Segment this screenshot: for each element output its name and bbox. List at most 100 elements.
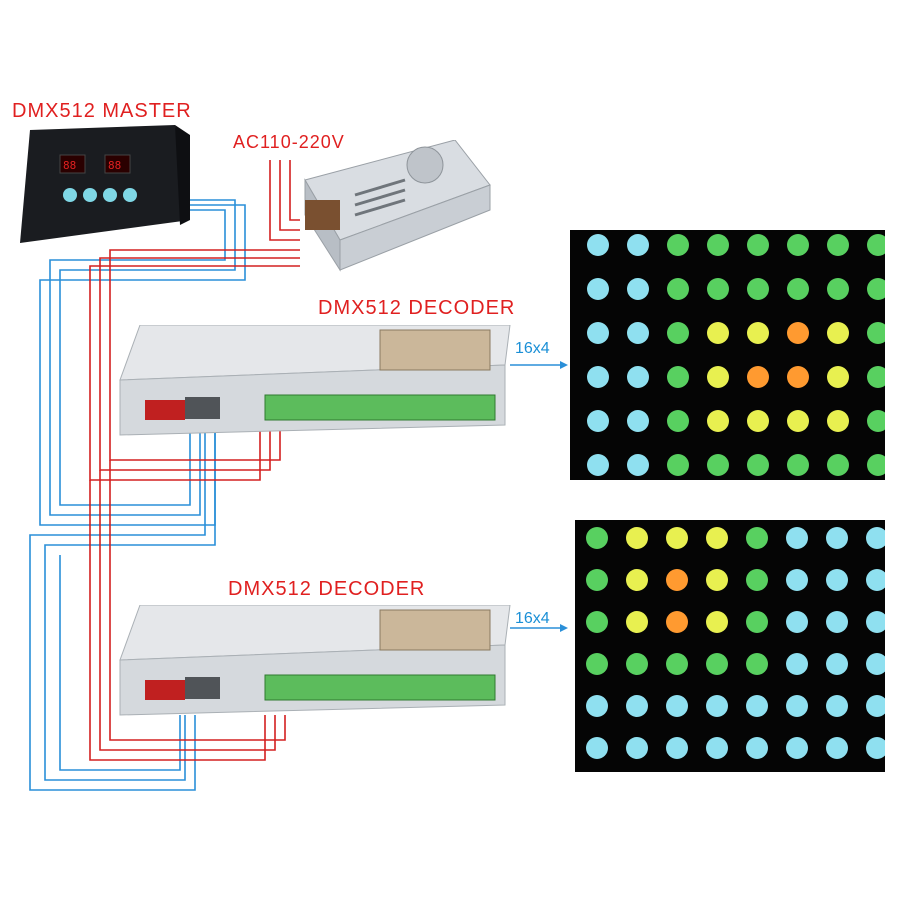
led-dot: [786, 695, 808, 717]
led-dot: [786, 611, 808, 633]
led-dot: [627, 278, 649, 300]
led-dot: [787, 234, 809, 256]
led-dot: [826, 695, 848, 717]
led-dot: [666, 569, 688, 591]
led-dot: [786, 569, 808, 591]
red-power-wires: [89, 160, 300, 761]
led-dot: [746, 653, 768, 675]
led-dot: [586, 737, 608, 759]
led-dot: [707, 454, 729, 476]
led-dot: [747, 234, 769, 256]
led-dot: [706, 737, 728, 759]
led-dot: [867, 234, 885, 256]
led-dot: [747, 454, 769, 476]
led-dot: [666, 527, 688, 549]
led-dot: [626, 695, 648, 717]
led-dot: [586, 695, 608, 717]
led-dot: [787, 278, 809, 300]
led-dot: [786, 737, 808, 759]
led-dot: [707, 410, 729, 432]
dmx-decoder-box-icon: [119, 604, 511, 716]
led-dot: [746, 527, 768, 549]
led-dot: [787, 322, 809, 344]
led-dot: [827, 322, 849, 344]
led-dot: [587, 454, 609, 476]
led-dot: [707, 366, 729, 388]
led-dot: [867, 454, 885, 476]
led-dot: [626, 527, 648, 549]
output-1-label: 16x4: [515, 340, 550, 357]
led-dot: [627, 234, 649, 256]
led-dot: [747, 366, 769, 388]
led-dot: [827, 234, 849, 256]
led-dot: [587, 234, 609, 256]
led-dot: [867, 278, 885, 300]
led-dot: [866, 611, 885, 633]
decoder-1-label: DMX512 DECODER: [318, 297, 516, 319]
led-dot: [706, 569, 728, 591]
led-dot: [787, 410, 809, 432]
power-supply-icon: [304, 139, 491, 272]
led-dot: [867, 322, 885, 344]
led-dot: [627, 322, 649, 344]
led-dot: [586, 569, 608, 591]
led-dot: [587, 366, 609, 388]
led-dot: [586, 653, 608, 675]
led-dot: [747, 278, 769, 300]
dmx-master-controller: 88 88: [10, 125, 190, 245]
blue-arrow-heads: [560, 361, 568, 632]
led-dot: [706, 527, 728, 549]
led-dot: [787, 454, 809, 476]
power-supply: [295, 139, 495, 280]
led-dot: [867, 410, 885, 432]
dmx-decoder-1: [115, 324, 515, 440]
led-dot: [627, 366, 649, 388]
led-dot: [786, 527, 808, 549]
dmx-decoder-2: [115, 604, 515, 720]
led-dot: [746, 695, 768, 717]
led-dot: [827, 410, 849, 432]
led-dot: [706, 653, 728, 675]
led-dot: [666, 611, 688, 633]
led-dot: [627, 410, 649, 432]
led-dot: [667, 278, 689, 300]
led-dot: [667, 366, 689, 388]
led-dot: [827, 454, 849, 476]
led-dot: [787, 366, 809, 388]
led-dot: [866, 737, 885, 759]
led-dot: [867, 366, 885, 388]
led-dot: [746, 569, 768, 591]
led-dot: [707, 234, 729, 256]
led-matrix-panel-1: [570, 230, 885, 480]
led-matrix-panel-2: [575, 520, 885, 772]
led-dot: [706, 695, 728, 717]
decoder-2-label: DMX512 DECODER: [228, 578, 426, 600]
led-dot: [587, 278, 609, 300]
led-dot: [667, 410, 689, 432]
led-dot: [706, 611, 728, 633]
power-label: AC110-220V: [233, 132, 345, 152]
led-dot: [746, 737, 768, 759]
led-dot: [866, 569, 885, 591]
led-dot: [587, 410, 609, 432]
led-dot: [707, 322, 729, 344]
led-dot: [626, 737, 648, 759]
svg-text:88: 88: [63, 159, 76, 172]
led-dot: [827, 278, 849, 300]
led-dot: [826, 653, 848, 675]
led-dot: [827, 366, 849, 388]
led-dot: [667, 234, 689, 256]
svg-text:88: 88: [108, 159, 121, 172]
led-dot: [826, 527, 848, 549]
led-dot: [586, 611, 608, 633]
led-dot: [667, 322, 689, 344]
led-dot: [666, 653, 688, 675]
led-dot: [826, 611, 848, 633]
led-dot: [666, 695, 688, 717]
output-2-label: 16x4: [515, 610, 550, 627]
master-label: DMX512 MASTER: [12, 100, 192, 122]
led-dot: [747, 410, 769, 432]
dmx-master-controller-icon: 88 88: [20, 125, 190, 243]
led-dot-matrix-icon: [586, 527, 885, 759]
